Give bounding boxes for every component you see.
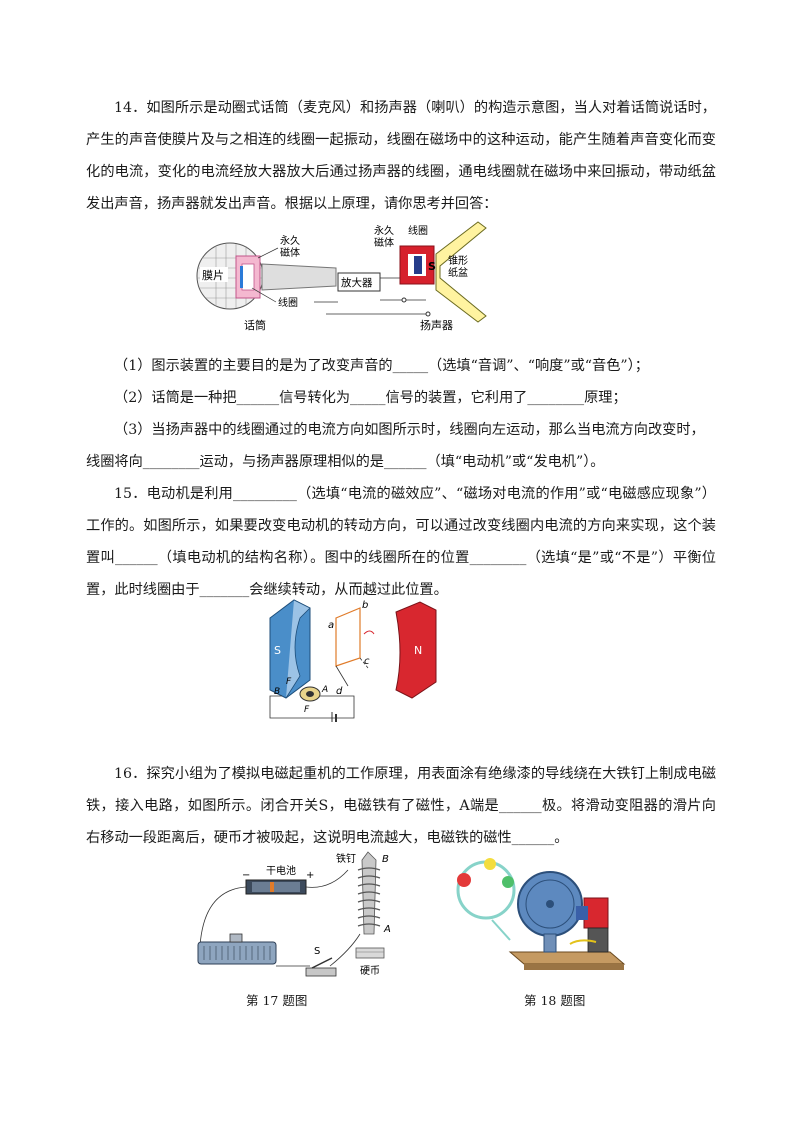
label-b: b — [362, 600, 368, 611]
q14-sub2: （2）话筒是一种把______信号转化为_____信号的装置，它利用了_____… — [114, 390, 627, 406]
fig17-caption: 第 17 题图 — [246, 993, 308, 1008]
coins — [355, 947, 385, 959]
battery-plus: + — [306, 870, 314, 881]
coil-left-label: 线圈 — [278, 296, 298, 309]
mic-handle — [261, 263, 337, 291]
switch-label: S — [314, 946, 320, 957]
membrane-label: 膜片 — [202, 269, 224, 282]
bulb-yellow — [484, 858, 496, 870]
label-A: A — [321, 685, 328, 695]
bulb-red — [457, 873, 471, 887]
label-a: a — [328, 620, 334, 631]
coil-loop — [335, 607, 361, 667]
circuit-wire — [269, 695, 355, 719]
switch — [305, 967, 337, 977]
iron-nail — [361, 851, 377, 935]
magnet-right-l2: 磁体 — [374, 236, 394, 249]
battery-minus: − — [242, 870, 250, 881]
nail-B: B — [382, 854, 389, 865]
q16-stem: 16．探究小组为了模拟电磁起重机的工作原理，用表面涂有绝缘漆的导线绕在大铁钉上制… — [86, 766, 716, 846]
q15-stem: 15．电动机是利用_________（选填“电流的磁效应”、“磁场对电流的作用”… — [86, 486, 716, 598]
q14-stem: 14．如图所示是动圈式话筒（麦克风）和扬声器（喇叭）的构造示意图，当人对着话筒说… — [86, 100, 716, 212]
nail-A: A — [383, 924, 391, 935]
bulb-ring — [456, 860, 516, 920]
nail-label: 铁钉 — [336, 852, 356, 865]
amplifier-label: 放大器 — [341, 276, 373, 289]
magnet-left-l2: 磁体 — [280, 246, 300, 259]
fig18-generator-photo — [456, 858, 626, 970]
label-F-bottom: F — [304, 705, 310, 715]
battery-label: 干电池 — [266, 864, 296, 877]
fig17-electromagnet: 干电池 − + S 铁钉 B — [197, 851, 391, 977]
magnet-n — [395, 601, 437, 699]
label-d: d — [336, 686, 343, 697]
microphone-label: 话筒 — [244, 318, 266, 332]
pole-s-label: S — [274, 644, 281, 657]
q14-figure: 膜片 永久 磁体 线圈 话筒 放大器 S 永久 磁体 线圈 锥形 纸盆 — [196, 221, 487, 332]
q14-sub1: （1）图示装置的主要目的是为了改变声音的_____（选填“音调”、“响度”或“音… — [114, 358, 649, 374]
fig18-caption: 第 18 题图 — [524, 993, 586, 1008]
label-c: c — [364, 656, 370, 667]
pole-s-right: S — [428, 260, 436, 273]
coin-label: 硬币 — [360, 965, 380, 977]
cone-l1: 锥形 — [448, 255, 468, 267]
magnet-right-l1: 永久 — [374, 224, 394, 237]
q15-motor-figure: S N a b c d A B F F — [269, 599, 437, 722]
cone-l2: 纸盆 — [448, 266, 468, 279]
q14-sub3: （3）当扬声器中的线圈通过的电流方向如图所示时，线圈向左运动，那么当电流方向改变… — [86, 422, 705, 470]
pole-n-label: N — [414, 644, 422, 657]
amplifier-box — [337, 272, 381, 292]
label-F-top: F — [286, 677, 292, 687]
label-B: B — [274, 687, 280, 697]
bulb-green — [502, 876, 514, 888]
base-board — [508, 951, 626, 965]
coil-right-label: 线圈 — [408, 224, 428, 237]
magnet-left-l1: 永久 — [280, 234, 300, 247]
speaker-label: 扬声器 — [420, 318, 453, 332]
speaker-cone — [435, 221, 487, 323]
